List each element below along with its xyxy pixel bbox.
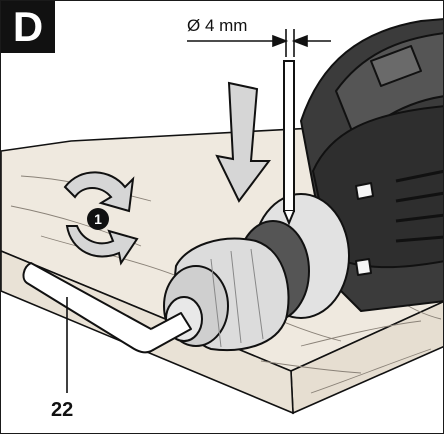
dimension-arrow-icon: [187, 29, 331, 57]
step-number-badge: 1: [87, 208, 109, 230]
dimension-label: Ø 4 mm: [187, 16, 248, 35]
drill-bit: [283, 60, 295, 226]
hex-key: [22, 262, 192, 354]
panel-letter-box: D: [1, 1, 55, 53]
callout-number: 22: [51, 399, 74, 421]
step-number: 1: [94, 211, 102, 227]
panel-letter: D: [12, 3, 44, 50]
rotation-arrow-icon: [63, 171, 139, 266]
push-down-arrow-icon: [215, 81, 271, 203]
